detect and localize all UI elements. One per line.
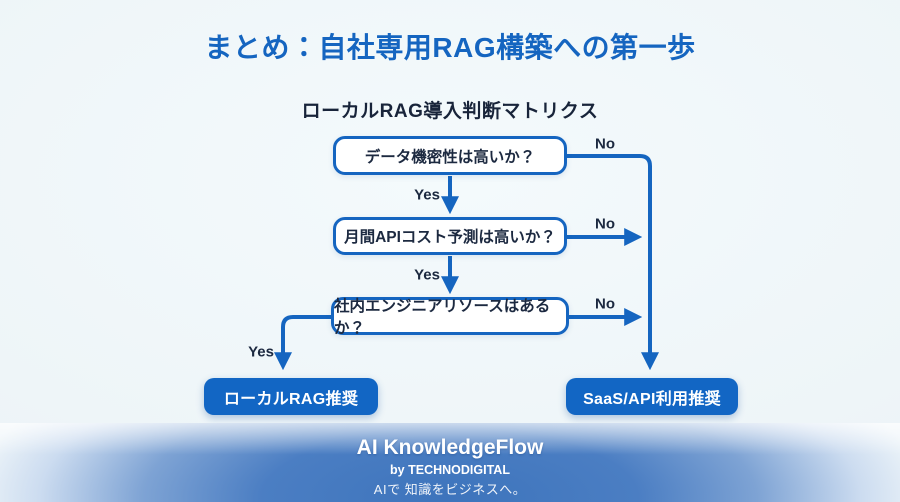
edge-label-q2-no: No xyxy=(595,215,615,233)
edge-q1-no-line xyxy=(567,154,659,371)
question-label: データ機密性は高いか？ xyxy=(364,148,536,166)
edge-label-q1-no: No xyxy=(595,135,615,153)
page-title: まとめ：自社専用RAG構築への第一歩 xyxy=(204,32,696,63)
question-label: 社内エンジニアリソースはあるか？ xyxy=(334,298,551,337)
brand-byline: by TECHNODIGITAL xyxy=(390,463,510,477)
result-box-local-rag: ローカルRAG推奨 xyxy=(204,378,378,415)
result-label: SaaS/API利用推奨 xyxy=(583,390,721,408)
question-label: 月間APIコスト予測は高いか？ xyxy=(344,229,556,246)
result-label: ローカルRAG推奨 xyxy=(223,390,359,408)
edge-label-q1-yes: Yes xyxy=(414,186,440,204)
brand-name: AI KnowledgeFlow xyxy=(356,436,544,459)
edge-label-q3-yes: Yes xyxy=(248,343,274,361)
edge-q3-yes-line xyxy=(274,315,331,371)
edge-label-q2-yes: Yes xyxy=(414,266,440,284)
brand-tagline: AIで 知識をビジネスへ。 xyxy=(373,482,527,497)
result-box-saas-api: SaaS/API利用推奨 xyxy=(566,378,738,415)
edge-label-q3-no: No xyxy=(595,295,615,313)
question-box-data-confidentiality: データ機密性は高いか？ xyxy=(333,136,567,175)
diagram-subtitle: ローカルRAG導入判断マトリクス xyxy=(301,101,599,122)
question-box-engineer-resources: 社内エンジニアリソースはあるか？ xyxy=(331,297,569,337)
question-box-api-cost: 月間APIコスト予測は高いか？ xyxy=(333,217,567,255)
footer-brand-band: AI KnowledgeFlow by TECHNODIGITAL AIで 知識… xyxy=(0,423,900,502)
